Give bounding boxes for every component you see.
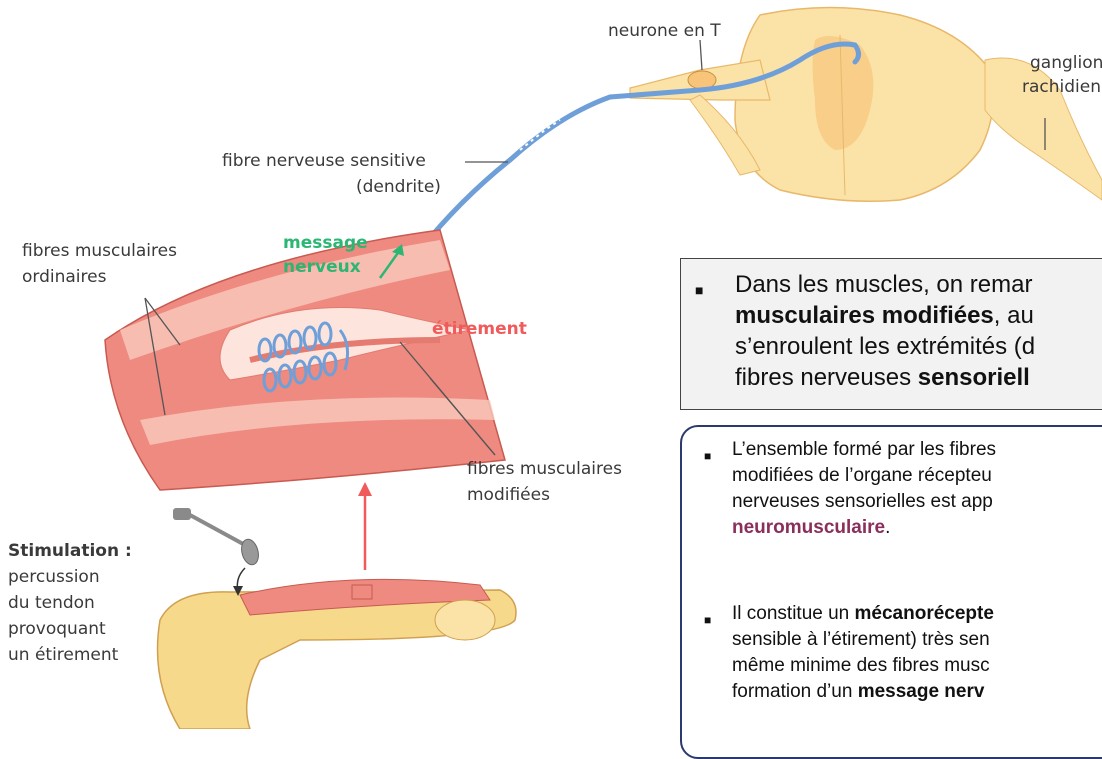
label-ganglion-1: ganglion — [1030, 52, 1102, 75]
bullet-icon: ■ — [695, 275, 703, 306]
label-stimulation-title: Stimulation : — [8, 540, 132, 563]
box1-line4-bold: sensoriell — [918, 364, 1030, 391]
label-stimulation-1: percussion — [8, 566, 100, 589]
label-fibre-sensitive: fibre nerveuse sensitive — [222, 150, 426, 173]
box2-p2-line1: Il constitue un mécanorécepte — [732, 601, 994, 627]
bullet-icon: ■ — [704, 443, 711, 469]
box2-p1-line3: nerveuses sensorielles est app — [732, 489, 993, 515]
label-dendrite: (dendrite) — [356, 176, 441, 199]
info-box-details: ■ L’ensemble formé par les fibres modifi… — [680, 425, 1102, 759]
box2-p2-line3: même minime des fibres musc — [732, 653, 990, 679]
info-box-main: ■ Dans les muscles, on remar musculaires… — [680, 258, 1102, 410]
box1-line4: fibres nerveuses sensoriell — [735, 362, 1035, 393]
label-fibres-modifiees-1: fibres musculaires — [467, 458, 622, 481]
spinal-cord — [735, 8, 993, 202]
box1-line2-bold: musculaires modifiées — [735, 302, 994, 329]
label-stimulation-3: provoquant — [8, 618, 106, 641]
box2-p2-line1-bold: mécanorécepte — [855, 603, 994, 624]
label-neurone-t: neurone en T — [608, 20, 721, 43]
label-ganglion-2: rachidien — [1022, 76, 1101, 99]
box2-p1-line2: modifiées de l’organe récepteu — [732, 463, 992, 489]
label-stimulation-2: du tendon — [8, 592, 95, 615]
info-box-text: Dans les muscles, on remar musculaires m… — [735, 269, 1035, 393]
box2-p1-line4-end: . — [885, 517, 890, 538]
leg — [158, 579, 517, 729]
box2-p2-line1-start: Il constitue un — [732, 603, 855, 624]
box2-p2-line4: formation d’un message nerv — [732, 679, 984, 705]
box1-line2: musculaires modifiées, au — [735, 300, 1035, 331]
box2-p1-line1: L’ensemble formé par les fibres — [732, 437, 996, 463]
label-message: message — [283, 232, 368, 255]
label-etirement: étirement — [432, 318, 527, 341]
box1-line2-rest: , au — [994, 302, 1034, 329]
box2-p2-line4-bold: message nerv — [858, 681, 985, 702]
box2-p2-line4-start: formation d’un — [732, 681, 858, 702]
box1-line1: Dans les muscles, on remar — [735, 269, 1035, 300]
label-stimulation-4: un étirement — [8, 644, 118, 667]
label-fibres-ordinaires-1: fibres musculaires — [22, 240, 177, 263]
label-fibres-ordinaires-2: ordinaires — [22, 266, 106, 289]
reflex-hammer — [173, 508, 261, 596]
label-fibres-modifiees-2: modifiées — [467, 484, 550, 507]
bullet-icon: ■ — [704, 607, 711, 633]
box2-p1-line4: neuromusculaire. — [732, 515, 890, 541]
label-nerveux: nerveux — [283, 256, 361, 279]
term-neuromusculaire: neuromusculaire — [732, 517, 885, 538]
box2-p2-line2: sensible à l’étirement) très sen — [732, 627, 990, 653]
box1-line3: s’enroulent les extrémités (d — [735, 331, 1035, 362]
box1-line4-start: fibres nerveuses — [735, 364, 918, 391]
